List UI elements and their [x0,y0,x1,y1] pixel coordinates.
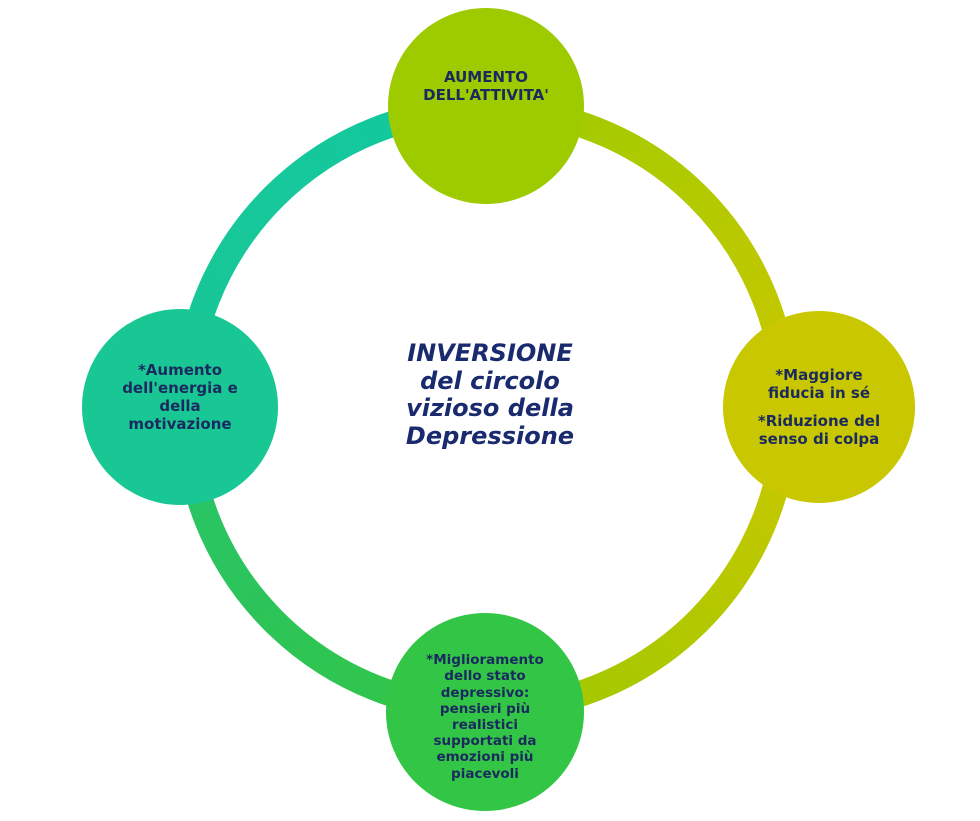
node-energy-motivation: *Aumento dell'energia e della motivazion… [82,309,278,505]
node-top-text: AUMENTO DELL'ATTIVITA' [423,68,549,104]
node-right-text-2: *Riduzione del senso di colpa [757,412,881,448]
node-bottom-text: *Miglioramento dello stato depressivo: p… [426,652,544,782]
node-increase-activity: AUMENTO DELL'ATTIVITA' [388,8,584,204]
node-left-text: *Aumento dell'energia e della motivazion… [122,361,238,433]
node-mood-improvement: *Miglioramento dello stato depressivo: p… [386,613,584,811]
node-right-text-1: *Maggiore fiducia in sé [767,366,871,402]
center-title: INVERSIONE del circolo vizioso della Dep… [405,339,575,450]
node-confidence-guilt: *Maggiore fiducia in sé *Riduzione del s… [723,311,915,503]
